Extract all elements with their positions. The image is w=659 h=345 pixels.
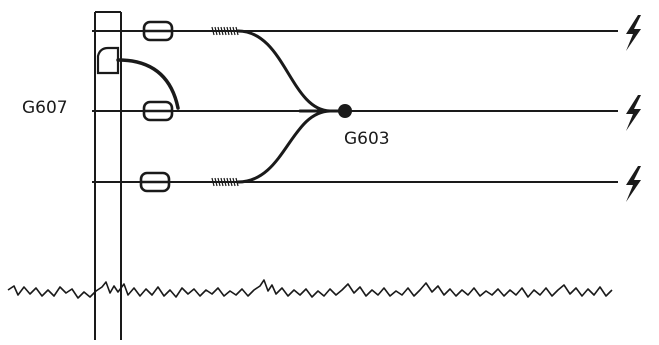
insulator-icon bbox=[142, 100, 174, 122]
lightning-bolt-icon bbox=[626, 166, 641, 202]
connector-label: G603 bbox=[344, 129, 390, 149]
fence-wires bbox=[92, 30, 618, 183]
post-label: G607 bbox=[22, 98, 68, 118]
lead-cable bbox=[116, 58, 180, 110]
insulator-icon bbox=[139, 171, 171, 193]
joint-clamp-icon bbox=[211, 177, 239, 187]
lightning-bolt-icon bbox=[626, 95, 641, 131]
lightning-bolt-icon bbox=[626, 15, 641, 51]
wire-insulators bbox=[139, 20, 174, 193]
connector-node-icon bbox=[338, 104, 352, 118]
fence-post bbox=[94, 11, 122, 340]
grass-ground bbox=[7, 279, 613, 299]
insulator-icon bbox=[142, 20, 174, 42]
jumper-cables bbox=[236, 29, 344, 184]
joint-clamp-icon bbox=[211, 26, 239, 36]
post-bracket bbox=[96, 46, 120, 75]
voltage-indicators bbox=[626, 15, 641, 202]
joint-clamps bbox=[211, 26, 239, 187]
